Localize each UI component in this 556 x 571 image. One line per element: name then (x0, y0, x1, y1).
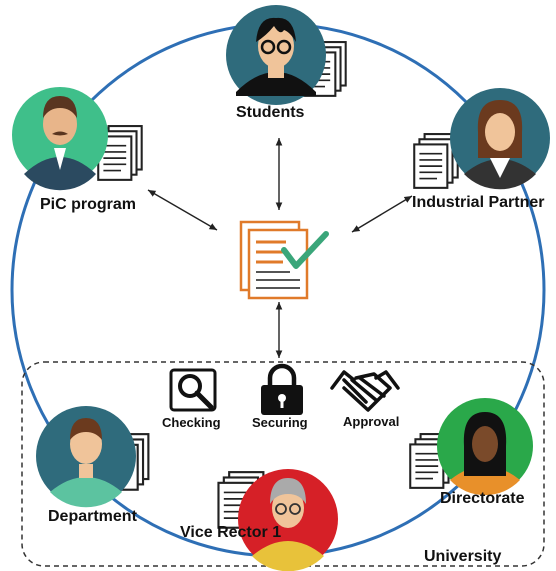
approval-label: Approval (343, 414, 400, 429)
padlock-icon (261, 363, 303, 415)
students-avatar (226, 5, 347, 105)
magnifier-icon (169, 368, 217, 412)
handshake-icon (330, 370, 400, 412)
department-label: Department (48, 508, 137, 525)
students-label: Students (236, 104, 305, 121)
securing-label: Securing (252, 415, 308, 430)
industrial-partner-label: Industrial Partner (412, 194, 545, 211)
university-label: University (424, 548, 502, 565)
vice-rector-label: Vice Rector 1 (180, 524, 282, 541)
vice-rector-avatar (217, 469, 338, 571)
document-checked-icon (239, 220, 329, 300)
arrow-industrial-partner (351, 195, 413, 233)
directorate-avatar (409, 398, 533, 496)
arrow-pic-program (147, 189, 218, 231)
checking-label: Checking (162, 415, 221, 430)
directorate-label: Directorate (440, 490, 525, 507)
department-avatar (36, 406, 150, 508)
industrial-partner-avatar (413, 88, 550, 190)
pic-program-avatar (12, 87, 143, 191)
pic-program-label: PiC program (40, 196, 137, 213)
